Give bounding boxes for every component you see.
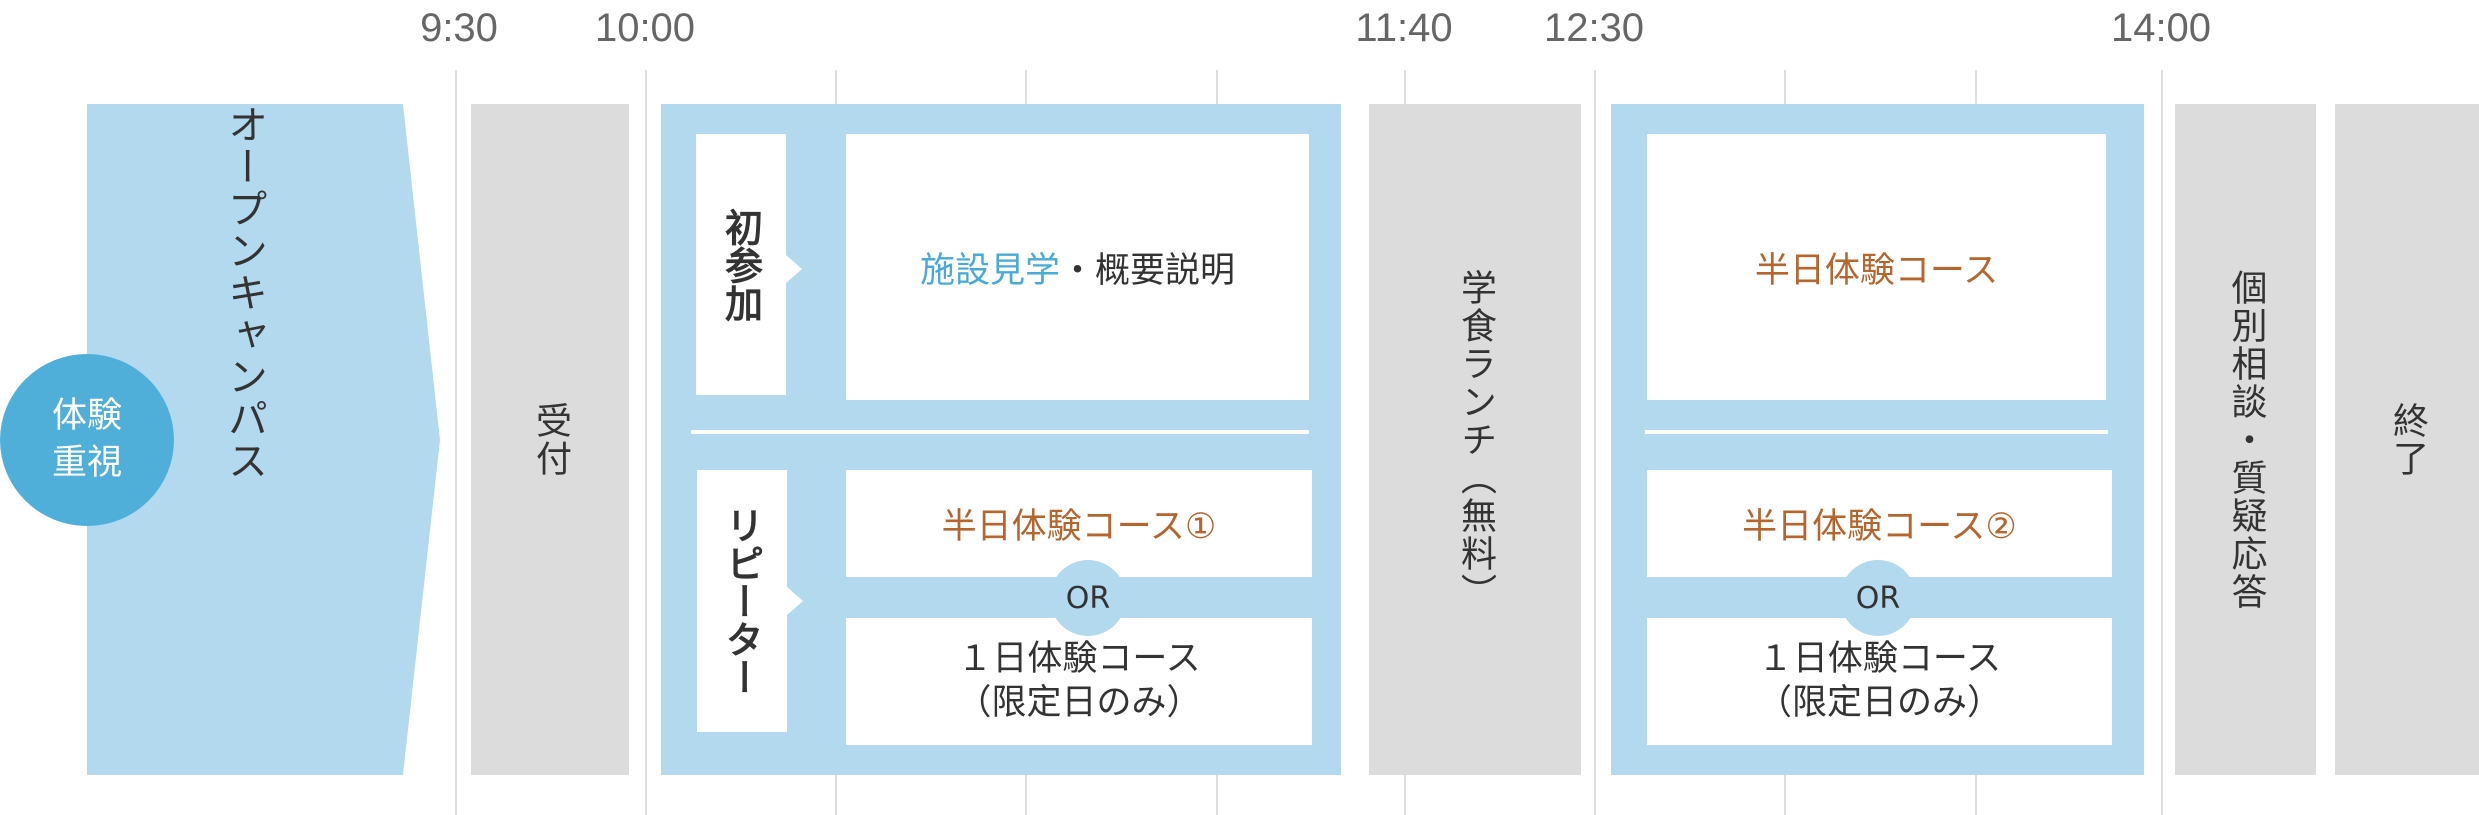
repeater-label-box: リピーター	[697, 470, 787, 732]
arrow-icon	[786, 255, 802, 283]
overview-text: ・概要説明	[1060, 250, 1236, 291]
repeater-label: リピーター	[719, 506, 764, 696]
end-label: 終了	[2387, 401, 2428, 478]
open-campus-arrow	[87, 104, 440, 775]
course-note: （限定日のみ）	[956, 682, 1202, 723]
first-time-label-box: 初参加	[696, 134, 786, 395]
experience-badge: 体験 重視	[0, 354, 174, 526]
or-badge: OR	[1050, 560, 1126, 636]
consult-label: 個別相談・質疑応答	[2225, 268, 2267, 611]
arrow-icon	[787, 587, 803, 615]
divider	[691, 430, 1309, 434]
end-block: 終了	[2335, 104, 2479, 775]
consult-block: 個別相談・質疑応答	[2175, 104, 2316, 775]
grid-line	[2161, 70, 2163, 815]
time-label: 10:00	[594, 6, 696, 50]
half-day-course-2: 半日体験コース②	[1647, 470, 2112, 577]
half-day-course: 半日体験コース	[1647, 134, 2106, 400]
course-note: （限定日のみ）	[1756, 682, 2002, 723]
or-badge: OR	[1840, 560, 1916, 636]
reception-block: 受付	[471, 104, 629, 775]
grid-line	[455, 70, 457, 815]
badge-line: 重視	[51, 443, 122, 483]
time-label: 12:30	[1543, 6, 1645, 50]
full-day-course: １日体験コース （限定日のみ）	[846, 618, 1312, 745]
grid-line	[645, 70, 647, 815]
lunch-label: 学食ランチ（無料）	[1455, 268, 1496, 611]
full-day-course: １日体験コース （限定日のみ）	[1647, 618, 2112, 745]
first-time-box: 施設見学・概要説明	[846, 134, 1309, 400]
grid-line	[1594, 70, 1596, 815]
divider	[1645, 430, 2108, 434]
first-time-label: 初参加	[718, 207, 763, 322]
facility-tour-text: 施設見学	[919, 250, 1060, 291]
course-name: １日体験コース	[1757, 638, 2002, 679]
time-label: 11:40	[1355, 6, 1453, 50]
time-label: 14:00	[2110, 6, 2212, 50]
lunch-block: 学食ランチ（無料）	[1369, 104, 1581, 775]
time-label: 9:30	[420, 6, 498, 50]
course-name: １日体験コース	[957, 638, 1201, 679]
open-campus-label: オープンキャンパス	[221, 104, 267, 482]
badge-line: 体験	[51, 395, 122, 436]
half-day-course-1: 半日体験コース①	[846, 470, 1312, 577]
reception-label: 受付	[530, 401, 571, 478]
